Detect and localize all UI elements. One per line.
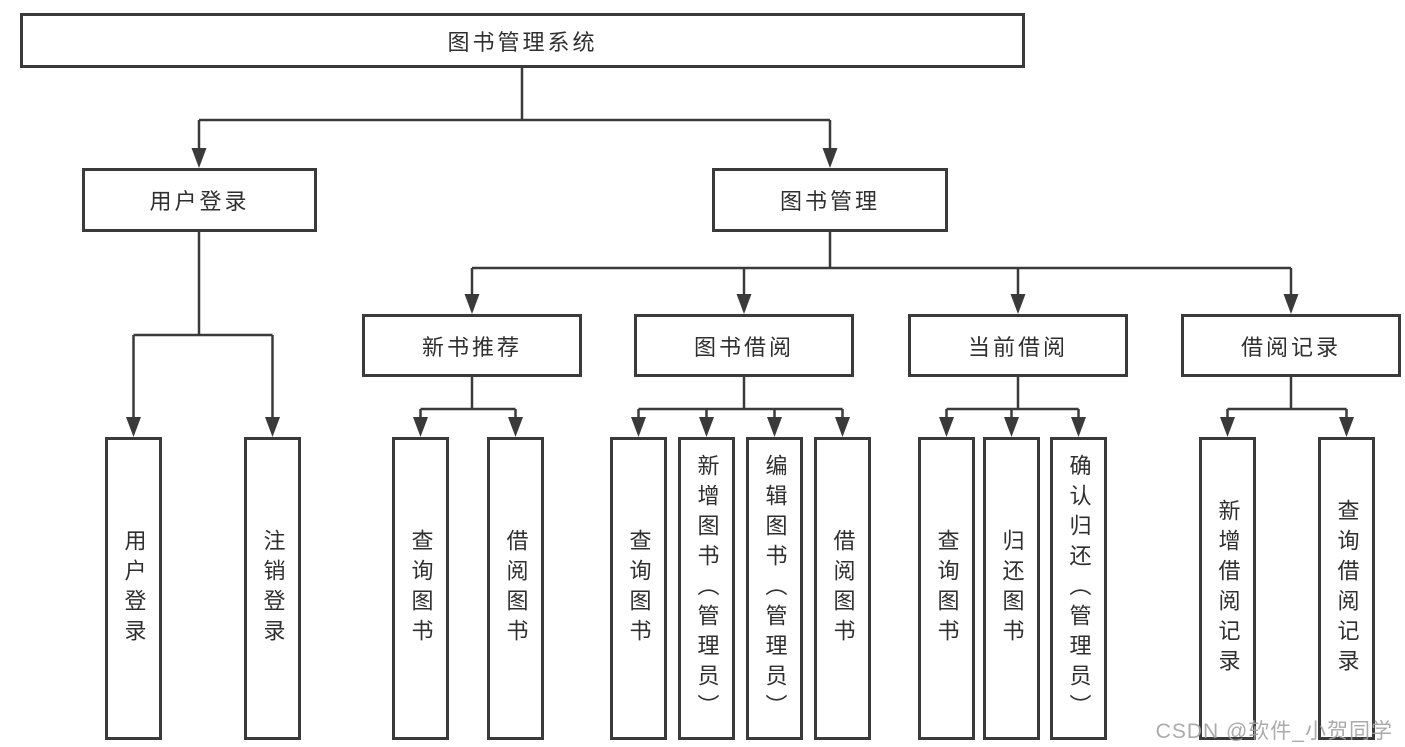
leaf-user-login: 用户登录 [105,437,162,740]
leaf-bb-add-book-admin-label: 新增图书（管理员） [694,453,720,724]
leaf-cb-confirm-return-admin-label: 确认归还（管理员） [1066,453,1092,724]
node-borrowing-records: 借阅记录 [1181,314,1401,377]
leaf-br-add-record: 新增借阅记录 [1199,437,1256,740]
leaf-br-add-record-label: 新增借阅记录 [1215,498,1241,679]
arrowheads [126,148,1354,437]
leaf-rec-borrow-book-label: 借阅图书 [503,528,529,649]
leaf-br-query-record: 查询借阅记录 [1318,437,1375,740]
leaf-bb-query-book: 查询图书 [610,437,667,740]
leaf-logout-label: 注销登录 [260,528,286,649]
leaf-cb-return-book: 归还图书 [983,437,1040,740]
leaf-rec-borrow-book: 借阅图书 [487,437,544,740]
node-book-borrowing-label: 图书借阅 [693,334,794,360]
leaf-bb-query-book-label: 查询图书 [626,528,652,649]
leaf-cb-confirm-return-admin: 确认归还（管理员） [1050,437,1107,740]
leaf-br-query-record-label: 查询借阅记录 [1334,498,1360,679]
node-borrowing-records-label: 借阅记录 [1240,334,1341,360]
leaf-user-login-label: 用户登录 [121,528,147,649]
node-new-book-recommend: 新书推荐 [362,314,582,377]
node-current-borrowing-label: 当前借阅 [967,334,1068,360]
csdn-watermark: CSDN @软件_小贺同学 [1155,720,1393,743]
leaf-logout: 注销登录 [244,437,301,740]
node-current-borrowing: 当前借阅 [908,314,1128,377]
node-book-management-label: 图书管理 [779,189,880,214]
node-root: 图书管理系统 [20,13,1025,68]
leaf-bb-borrow-book-label: 借阅图书 [830,528,856,649]
node-new-book-recommend-label: 新书推荐 [421,334,522,360]
leaf-bb-add-book-admin: 新增图书（管理员） [678,437,735,740]
node-root-label: 图书管理系统 [447,29,598,55]
leaf-cb-query-book: 查询图书 [918,437,975,740]
node-book-management: 图书管理 [712,168,948,232]
leaf-cb-query-book-label: 查询图书 [934,528,960,649]
leaf-rec-query-book-label: 查询图书 [408,528,434,649]
leaf-bb-borrow-book: 借阅图书 [814,437,871,740]
node-user-login: 用户登录 [82,168,317,232]
leaf-bb-edit-book-admin-label: 编辑图书（管理员） [762,453,788,724]
leaf-rec-query-book: 查询图书 [392,437,449,740]
node-book-borrowing: 图书借阅 [634,314,854,377]
node-user-login-label: 用户登录 [149,189,250,214]
leaf-cb-return-book-label: 归还图书 [999,528,1025,649]
leaf-bb-edit-book-admin: 编辑图书（管理员） [746,437,803,740]
